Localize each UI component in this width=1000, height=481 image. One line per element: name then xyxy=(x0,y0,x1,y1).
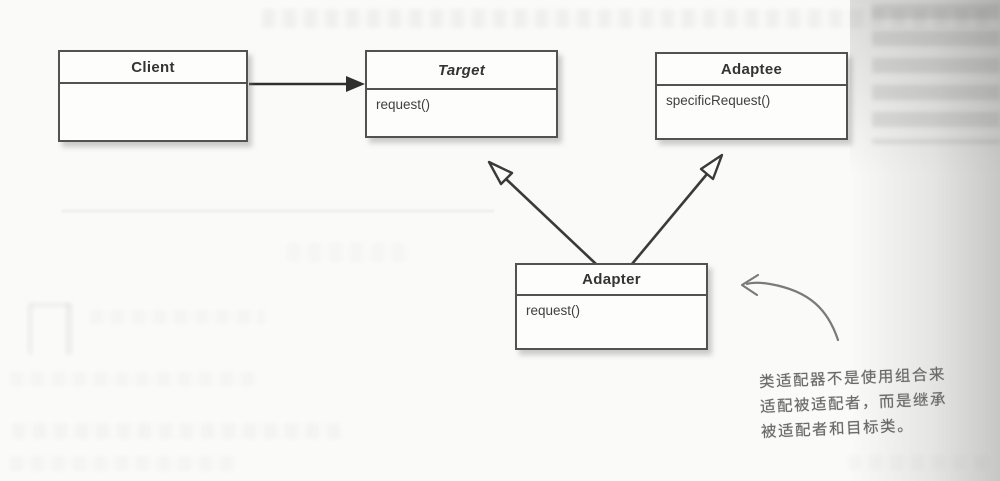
class-box-client: Client xyxy=(58,50,248,142)
class-name-adapter: Adapter xyxy=(517,265,706,296)
association-arrow-client-target xyxy=(249,76,365,92)
generalization-arrow-adapter-target xyxy=(487,160,597,265)
class-box-target: Target request() xyxy=(365,50,558,138)
class-box-adaptee: Adaptee specificRequest() xyxy=(655,52,848,140)
handwritten-note: 类适配器不是使用组合来 适配被适配者，而是继承 被适配者和目标类。 xyxy=(759,361,1000,445)
class-body-adaptee: specificRequest() xyxy=(657,86,846,108)
class-name-client: Client xyxy=(60,52,246,84)
annotation-arrow xyxy=(740,273,840,342)
method-specificrequest-adaptee: specificRequest() xyxy=(666,93,771,108)
class-name-target: Target xyxy=(367,52,556,90)
class-box-adapter: Adapter request() xyxy=(515,263,708,350)
method-request-target: request() xyxy=(376,97,431,112)
method-request-adapter: request() xyxy=(526,303,581,318)
class-body-target: request() xyxy=(367,90,556,112)
generalization-arrow-adapter-adaptee xyxy=(631,153,724,265)
bleed-through-rule xyxy=(62,210,494,212)
class-name-adaptee: Adaptee xyxy=(657,54,846,86)
class-body-adapter: request() xyxy=(517,296,706,318)
